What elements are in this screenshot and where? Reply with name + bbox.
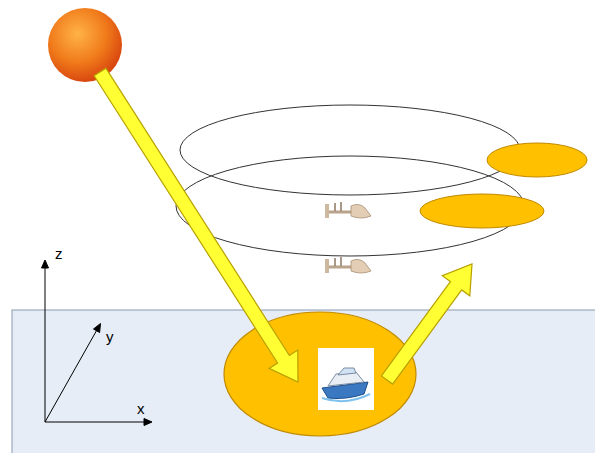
drone-icon — [325, 257, 371, 273]
light-arrow — [94, 68, 298, 382]
sun — [48, 8, 122, 82]
sensor-footprint — [420, 194, 544, 228]
axis-label: y — [106, 329, 114, 344]
arrow-group — [94, 68, 472, 384]
boat-icon — [318, 348, 374, 410]
axis-label: x — [137, 401, 145, 416]
upper-orbit — [180, 105, 520, 195]
sensor-footprint — [487, 143, 587, 177]
axes — [42, 260, 153, 426]
sea-band — [12, 310, 595, 453]
light-arrow — [381, 264, 472, 384]
drone-icon — [325, 202, 371, 218]
axis-label: z — [55, 246, 63, 261]
